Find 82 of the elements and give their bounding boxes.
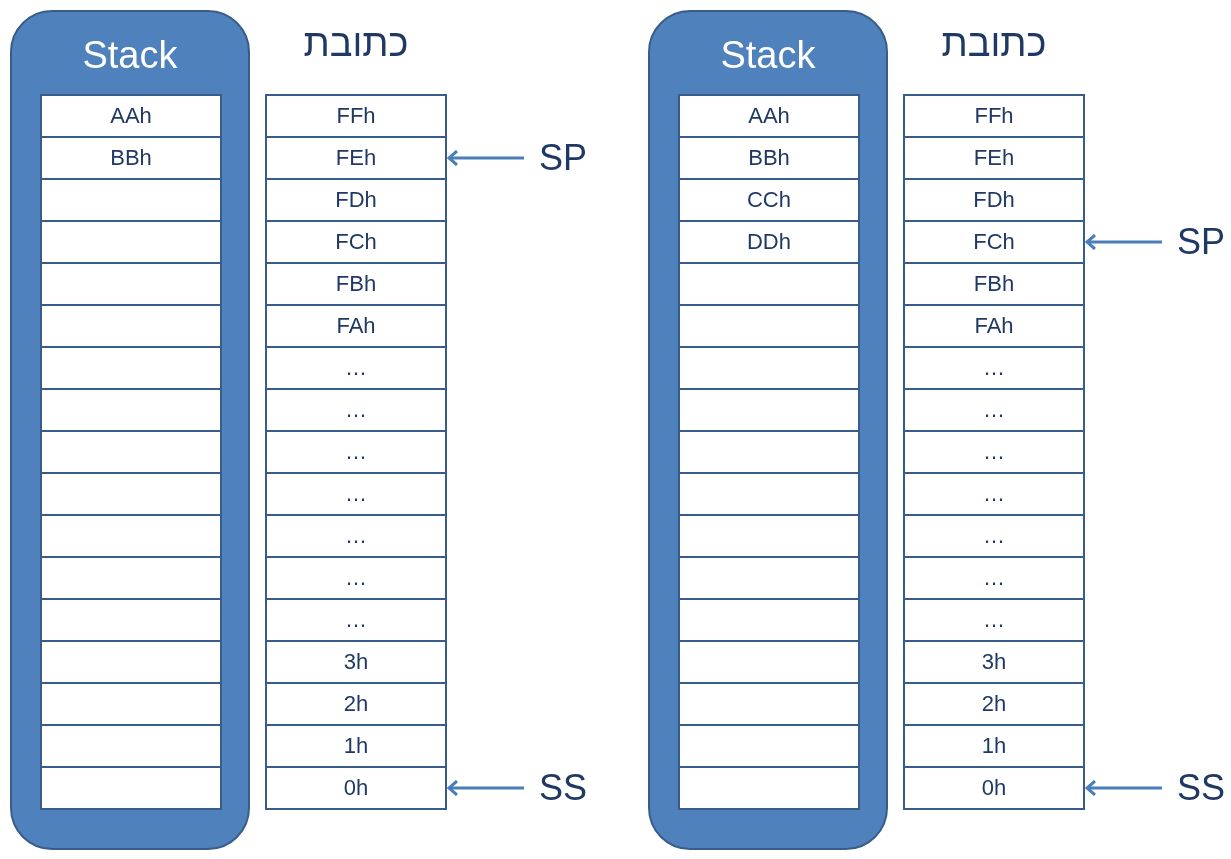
empty-stack-cell — [40, 304, 222, 348]
empty-stack-cell — [40, 724, 222, 768]
address-cell: FDh — [265, 178, 447, 222]
address-cell: 0h — [265, 766, 447, 810]
address-cell: FBh — [265, 262, 447, 306]
column-heading: כתובת — [302, 22, 410, 65]
register-label: SS — [1168, 766, 1231, 810]
address-cell: … — [903, 430, 1085, 474]
empty-stack-cell — [40, 220, 222, 264]
address-cell: FDh — [903, 178, 1085, 222]
empty-stack-cell — [678, 598, 860, 642]
empty-stack-cell — [678, 388, 860, 432]
address-cell: FFh — [265, 94, 447, 138]
address-cell: 3h — [265, 640, 447, 684]
empty-stack-cell — [40, 766, 222, 810]
arrow — [447, 779, 524, 797]
address-cell: 1h — [903, 724, 1085, 768]
address-cell: FEh — [265, 136, 447, 180]
stack-panel — [648, 10, 888, 850]
empty-stack-cell — [678, 514, 860, 558]
address-cell: FCh — [265, 220, 447, 264]
empty-stack-cell — [40, 430, 222, 474]
address-cell: FEh — [903, 136, 1085, 180]
stack-cell: BBh — [40, 136, 222, 180]
empty-stack-cell — [40, 178, 222, 222]
address-cell: … — [903, 388, 1085, 432]
register-label: SS — [530, 766, 596, 810]
stack-cell: DDh — [678, 220, 860, 264]
address-cell: … — [265, 514, 447, 558]
address-cell: 1h — [265, 724, 447, 768]
empty-stack-cell — [678, 640, 860, 684]
empty-stack-cell — [40, 346, 222, 390]
address-cell: … — [265, 430, 447, 474]
panel-title: Stack — [720, 34, 816, 77]
register-label: SP — [530, 136, 596, 180]
empty-stack-cell — [40, 598, 222, 642]
empty-stack-cell — [678, 430, 860, 474]
empty-stack-cell — [678, 346, 860, 390]
address-cell: FBh — [903, 262, 1085, 306]
empty-stack-cell — [40, 640, 222, 684]
address-cell: … — [903, 598, 1085, 642]
empty-stack-cell — [678, 304, 860, 348]
address-cell: FAh — [903, 304, 1085, 348]
stack-cell: AAh — [678, 94, 860, 138]
stack-panel — [10, 10, 250, 850]
empty-stack-cell — [678, 724, 860, 768]
address-cell: … — [903, 346, 1085, 390]
address-cell: … — [903, 472, 1085, 516]
stack-cell: CCh — [678, 178, 860, 222]
address-cell: FFh — [903, 94, 1085, 138]
address-cell: FAh — [265, 304, 447, 348]
empty-stack-cell — [678, 262, 860, 306]
empty-stack-cell — [40, 388, 222, 432]
panel-title: Stack — [82, 34, 178, 77]
address-cell: … — [265, 598, 447, 642]
empty-stack-cell — [678, 556, 860, 600]
address-cell: … — [265, 556, 447, 600]
address-cell: 0h — [903, 766, 1085, 810]
empty-stack-cell — [40, 262, 222, 306]
empty-stack-cell — [678, 766, 860, 810]
empty-stack-cell — [678, 682, 860, 726]
arrow — [1085, 233, 1162, 251]
address-cell: … — [903, 556, 1085, 600]
arrow — [447, 149, 524, 167]
register-label: SP — [1168, 220, 1231, 264]
stack-cell: BBh — [678, 136, 860, 180]
address-cell: … — [903, 514, 1085, 558]
empty-stack-cell — [40, 514, 222, 558]
address-cell: … — [265, 346, 447, 390]
empty-stack-cell — [40, 682, 222, 726]
stack-cell: AAh — [40, 94, 222, 138]
address-cell: … — [265, 472, 447, 516]
empty-stack-cell — [40, 472, 222, 516]
empty-stack-cell — [40, 556, 222, 600]
address-cell: 3h — [903, 640, 1085, 684]
column-heading: כתובת — [940, 22, 1048, 65]
address-cell: FCh — [903, 220, 1085, 264]
address-cell: … — [265, 388, 447, 432]
empty-stack-cell — [678, 472, 860, 516]
arrow — [1085, 779, 1162, 797]
address-cell: 2h — [903, 682, 1085, 726]
address-cell: 2h — [265, 682, 447, 726]
